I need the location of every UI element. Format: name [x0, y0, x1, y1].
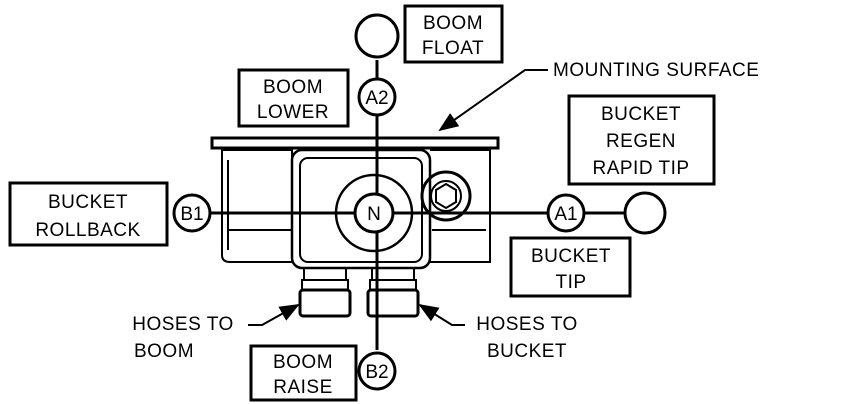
boom-lower-line2: LOWER [257, 102, 329, 123]
boom-raise-line1: BOOM [273, 352, 333, 373]
boom-float-line2: FLOAT [422, 38, 484, 59]
left-housing [221, 149, 293, 263]
position-b1-label: B1 [180, 204, 203, 225]
hoses-boom-line2: BOOM [134, 341, 194, 362]
hoses-boom-line1: HOSES TO [132, 314, 234, 335]
label-mounting-surface: MOUNTING SURFACE [438, 60, 759, 132]
hose-fitting-right [366, 267, 420, 318]
label-boom-lower: BOOM LOWER [237, 68, 350, 128]
nut-outer [420, 170, 472, 222]
position-boom-float [354, 13, 400, 59]
position-n-label: N [367, 204, 381, 225]
position-a1: A1 [546, 193, 586, 233]
right-housing [430, 149, 491, 263]
label-boom-float: BOOM FLOAT [403, 4, 504, 64]
left-housing-inner [227, 160, 292, 250]
bucket-rollback-line1: BUCKET [48, 192, 128, 213]
mounting-surface-text: MOUNTING SURFACE [553, 60, 759, 81]
nut-inner [430, 180, 462, 212]
valve-body [210, 136, 500, 318]
label-bucket-rollback: BUCKET ROLLBACK [8, 181, 169, 247]
position-b1: B1 [172, 193, 212, 233]
position-neutral: N [353, 192, 395, 234]
bucket-regen-line2: REGEN [606, 131, 676, 152]
position-a2-label: A2 [365, 88, 388, 109]
position-a1-label: A1 [554, 204, 577, 225]
label-hoses-to-bucket: HOSES TO BUCKET [418, 303, 578, 362]
label-bucket-tip: BUCKET TIP [509, 236, 632, 298]
boom-lower-line1: BOOM [263, 77, 323, 98]
position-regen [623, 191, 667, 235]
hose-fitting-left [298, 267, 352, 318]
hoses-bucket-line1: HOSES TO [476, 314, 578, 335]
position-b2-label: B2 [365, 362, 388, 383]
label-boom-raise: BOOM RAISE [249, 344, 358, 402]
nut-hex [435, 182, 457, 210]
label-hoses-to-boom: HOSES TO BOOM [132, 304, 300, 362]
center-housing [290, 148, 432, 270]
bucket-tip-line2: TIP [555, 272, 586, 293]
bucket-tip-line1: BUCKET [531, 246, 611, 267]
bucket-regen-line1: BUCKET [601, 104, 681, 125]
position-b2: B2 [357, 351, 397, 391]
mounting-plate [210, 136, 500, 150]
hoses-bucket-line2: BUCKET [487, 341, 567, 362]
label-bucket-regen: BUCKET REGEN RAPID TIP [567, 94, 716, 186]
center-housing-inner [299, 157, 423, 263]
bucket-rollback-line2: ROLLBACK [35, 220, 140, 241]
boom-raise-line2: RAISE [273, 377, 333, 398]
boom-float-line1: BOOM [423, 13, 483, 34]
bucket-regen-line3: RAPID TIP [592, 158, 689, 179]
position-a2: A2 [357, 77, 397, 117]
